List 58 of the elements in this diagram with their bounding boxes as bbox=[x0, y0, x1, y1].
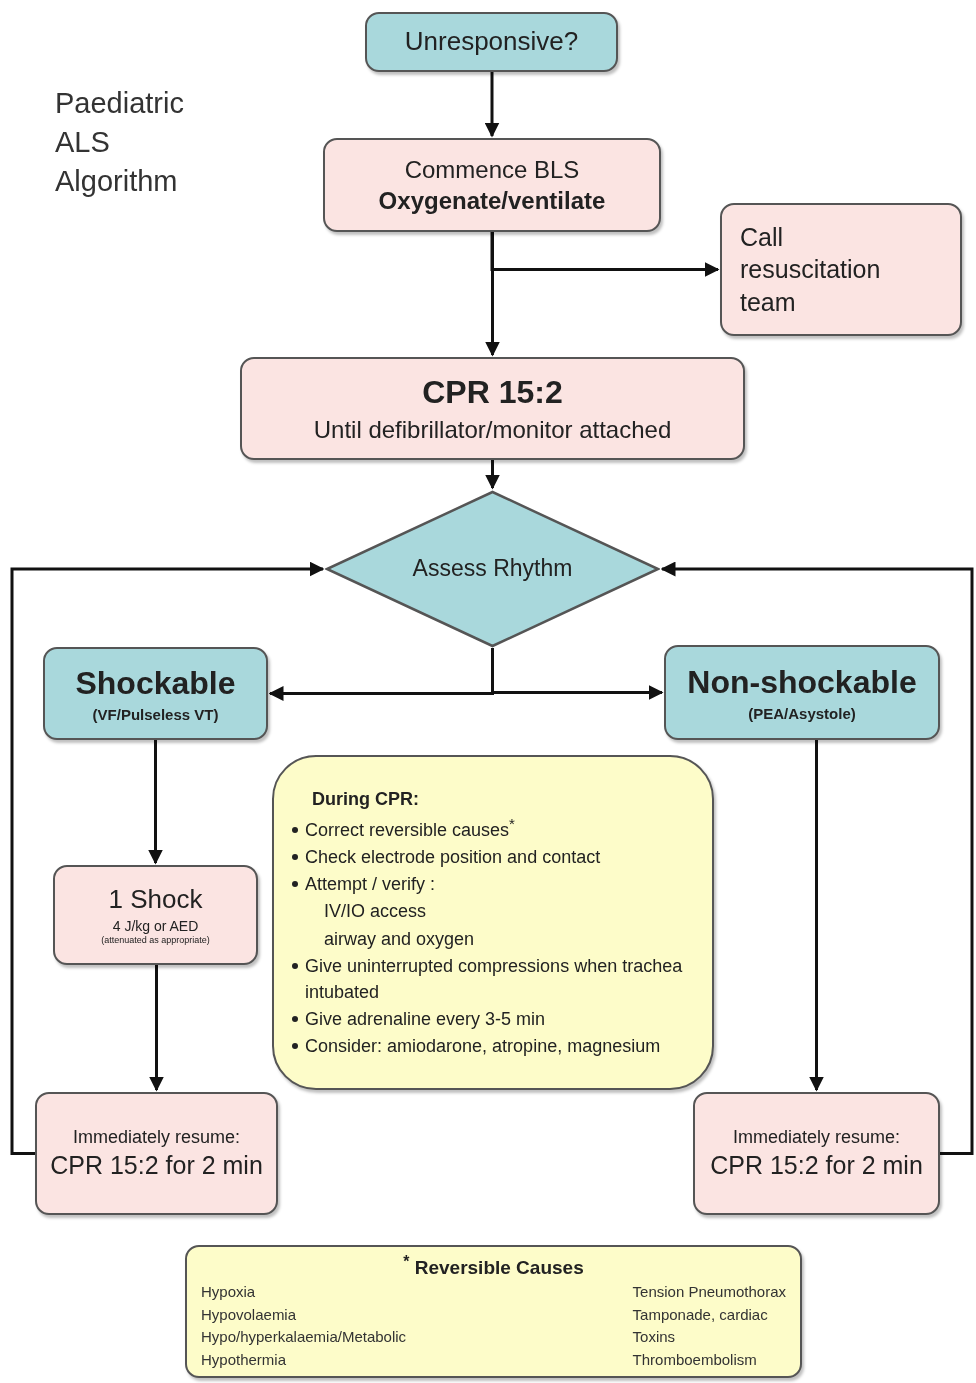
node-label: Non-shockable bbox=[687, 662, 917, 702]
arrow bbox=[10, 561, 325, 1155]
node-label: Unresponsive? bbox=[404, 25, 579, 59]
arrow bbox=[485, 232, 500, 357]
node-subtext: Until defibrillator/monitor attached bbox=[313, 414, 672, 445]
cause-text: Hypovolaemia bbox=[201, 1304, 298, 1325]
arrow bbox=[149, 965, 164, 1092]
process-box bbox=[693, 1092, 940, 1215]
list-item: Check electrode position and contact bbox=[305, 846, 601, 870]
list-item: Give adrenaline every 3-5 min bbox=[305, 1007, 546, 1031]
arrow bbox=[485, 460, 500, 490]
note-box bbox=[185, 1245, 802, 1378]
cause-text: Thromboembolism bbox=[632, 1349, 758, 1370]
process-box bbox=[664, 645, 940, 740]
process-box bbox=[53, 865, 258, 965]
decision-diamond bbox=[325, 490, 660, 648]
cause-text: Toxins bbox=[632, 1327, 677, 1347]
cause-text: Hypo/hyperkalaemia/Metabolic bbox=[201, 1327, 408, 1347]
node-subtext: CPR 15:2 for 2 min bbox=[710, 1149, 923, 1181]
box-heading: During CPR: bbox=[311, 788, 419, 812]
node-label: Immediately resume: bbox=[732, 1125, 901, 1149]
arrow bbox=[484, 72, 500, 138]
process-box bbox=[323, 138, 661, 232]
diagram-title: Paediatric ALS Algorithm bbox=[55, 86, 185, 200]
node-label: CPR 15:2 bbox=[422, 373, 563, 413]
arrow bbox=[148, 740, 163, 865]
list-item: airway and oxygen bbox=[324, 927, 475, 951]
node-label: Commence BLS bbox=[404, 154, 580, 185]
arrow bbox=[491, 648, 664, 700]
node-subtext: CPR 15:2 for 2 min bbox=[50, 1149, 263, 1181]
arrow bbox=[809, 740, 824, 1092]
list-item: Attempt / verify : bbox=[305, 873, 436, 897]
process-box bbox=[240, 357, 745, 460]
arrow bbox=[660, 561, 974, 1155]
node-label: Call resuscitation team bbox=[740, 221, 882, 318]
note-box bbox=[272, 755, 714, 1090]
node-subtext: (PEA/Asystole) bbox=[748, 703, 856, 724]
list-item: IV/IO access bbox=[324, 900, 427, 924]
node-label: Assess Rhythm bbox=[412, 554, 573, 584]
process-box bbox=[720, 203, 962, 336]
node-label: 1 Shock bbox=[108, 883, 203, 917]
process-box bbox=[365, 12, 618, 72]
node-label: Shockable bbox=[75, 663, 236, 703]
list-item: Consider: amiodarone, atropine, magnesium bbox=[305, 1034, 661, 1058]
node-subtext: (VF/Pulseless VT) bbox=[92, 704, 219, 725]
node-subtext: (attenuated as appropriate) bbox=[101, 935, 210, 947]
node-subtext: 4 J/kg or AED bbox=[112, 916, 199, 936]
process-box bbox=[35, 1092, 278, 1215]
cause-text: Tension Pneumothorax bbox=[632, 1282, 786, 1302]
list-item: Give uninterrupted compressions when trachea intubated bbox=[305, 954, 684, 1004]
cause-text: Tamponade, cardiac bbox=[632, 1304, 769, 1325]
cause-text: Hypoxia bbox=[201, 1282, 257, 1302]
cause-text: Hypothermia bbox=[201, 1349, 288, 1370]
box-heading: $^{*}$ Reversible Causes bbox=[403, 1252, 584, 1281]
process-box bbox=[43, 647, 268, 740]
node-label: Immediately resume: bbox=[72, 1125, 241, 1149]
list-item: Correct reversible causes$^{*}$ bbox=[305, 814, 515, 843]
node-subtext: Oxygenate/ventilate bbox=[378, 186, 606, 216]
